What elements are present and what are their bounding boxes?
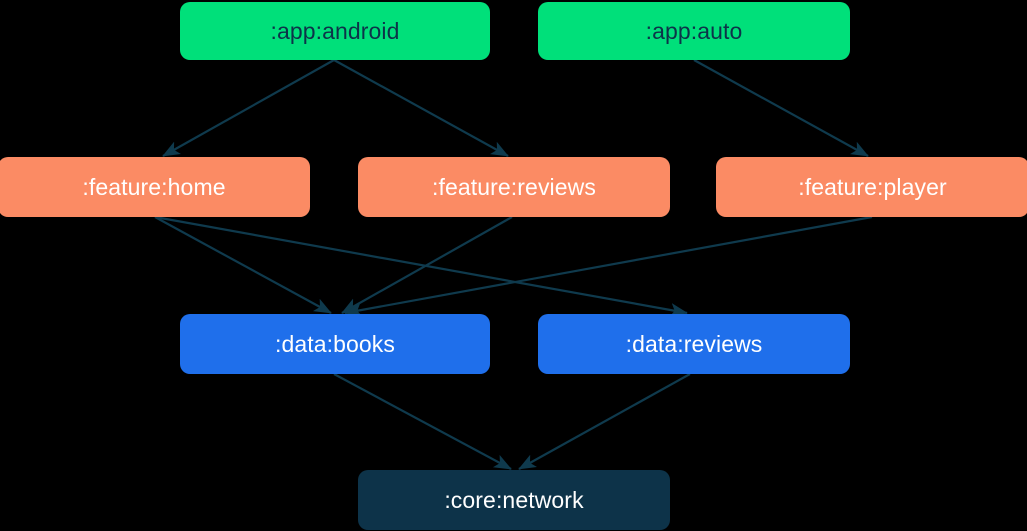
node-data-reviews[interactable]: :data:reviews <box>538 314 850 374</box>
node-feature-home[interactable]: :feature:home <box>0 157 310 217</box>
edge-feature-player-to-data-books <box>344 215 873 317</box>
node-label: :feature:home <box>82 173 226 200</box>
edge-feature-home-to-data-books <box>154 216 332 314</box>
node-label: :core:network <box>444 486 584 513</box>
node-core-network[interactable]: :core:network <box>358 470 670 530</box>
node-feature-reviews[interactable]: :feature:reviews <box>358 157 670 217</box>
edge-feature-home-to-data-reviews <box>154 215 688 317</box>
edge-app-auto-to-feature-player <box>693 59 869 157</box>
node-label: :app:auto <box>645 17 743 44</box>
node-label: :data:books <box>274 330 396 357</box>
node-label: :app:android <box>270 17 400 44</box>
node-app-auto[interactable]: :app:auto <box>538 2 850 60</box>
node-label: :feature:reviews <box>432 173 596 200</box>
edge-data-books-to-core-network <box>333 373 512 470</box>
node-app-android[interactable]: :app:android <box>180 2 490 60</box>
edge-data-reviews-to-core-network <box>518 373 691 470</box>
node-label: :feature:player <box>798 173 947 200</box>
edge-app-android-to-feature-home <box>162 59 335 157</box>
node-feature-player[interactable]: :feature:player <box>716 157 1027 217</box>
edge-feature-reviews-to-data-books <box>341 216 513 314</box>
node-label: :data:reviews <box>625 330 763 357</box>
node-data-books[interactable]: :data:books <box>180 314 490 374</box>
edge-app-android-to-feature-reviews <box>333 59 509 157</box>
